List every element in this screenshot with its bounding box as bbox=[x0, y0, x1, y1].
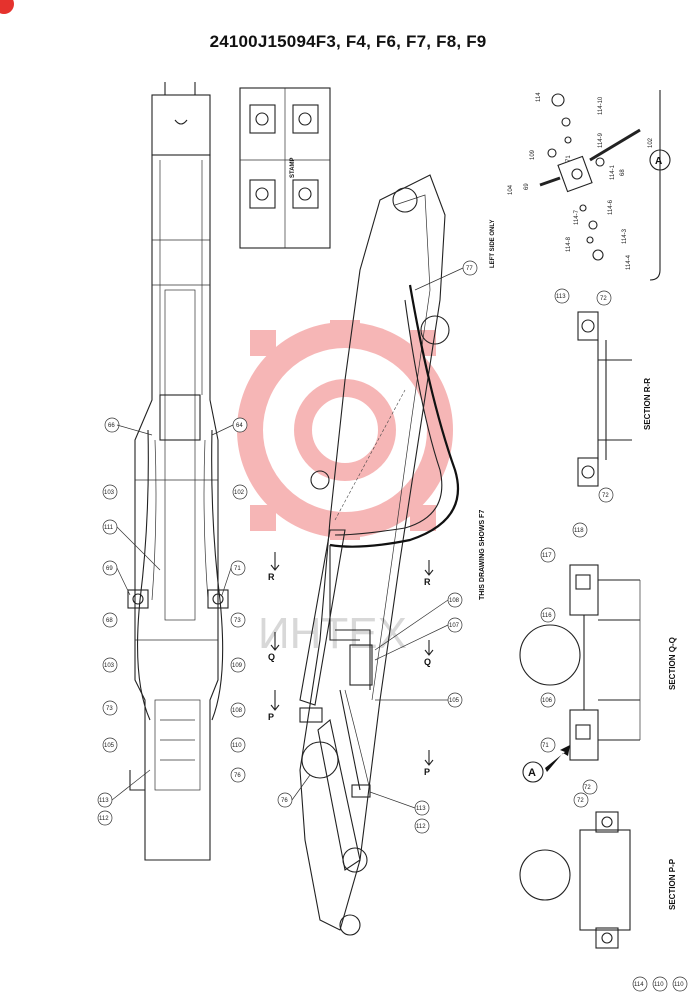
svg-text:72: 72 bbox=[602, 493, 609, 499]
svg-text:109: 109 bbox=[530, 149, 536, 160]
svg-text:108: 108 bbox=[232, 708, 243, 714]
svg-text:107: 107 bbox=[449, 623, 460, 629]
svg-text:116: 116 bbox=[542, 613, 552, 619]
svg-text:114-1: 114-1 bbox=[610, 164, 616, 180]
watermark-text: ИНТЕХ bbox=[258, 609, 407, 658]
section-pp-title: SECTION P-P bbox=[668, 858, 677, 910]
watermark-logo bbox=[237, 320, 453, 540]
svg-text:114-9: 114-9 bbox=[598, 132, 604, 148]
svg-text:71: 71 bbox=[234, 566, 241, 572]
section-qq-title: SECTION Q-Q bbox=[668, 637, 677, 690]
svg-text:114: 114 bbox=[634, 982, 644, 988]
svg-text:66: 66 bbox=[108, 423, 115, 429]
svg-text:71: 71 bbox=[542, 743, 549, 749]
svg-text:110: 110 bbox=[654, 982, 664, 988]
svg-text:72: 72 bbox=[584, 785, 591, 791]
svg-text:109: 109 bbox=[232, 663, 243, 669]
svg-text:103: 103 bbox=[104, 663, 115, 669]
svg-text:110: 110 bbox=[674, 982, 684, 988]
svg-text:106: 106 bbox=[542, 698, 553, 704]
svg-text:114-7: 114-7 bbox=[574, 209, 580, 225]
svg-text:108: 108 bbox=[449, 598, 460, 604]
svg-text:73: 73 bbox=[106, 706, 113, 712]
svg-text:112: 112 bbox=[99, 816, 109, 822]
svg-text:72: 72 bbox=[600, 296, 607, 302]
svg-text:68: 68 bbox=[620, 169, 626, 176]
svg-text:113: 113 bbox=[99, 798, 109, 804]
svg-text:64: 64 bbox=[236, 423, 243, 429]
svg-text:76: 76 bbox=[234, 773, 241, 779]
svg-text:113: 113 bbox=[416, 806, 426, 812]
svg-text:114-3: 114-3 bbox=[622, 228, 628, 244]
svg-text:111: 111 bbox=[104, 525, 114, 531]
detail-a-callout: A bbox=[528, 767, 536, 779]
svg-text:71: 71 bbox=[566, 155, 572, 162]
svg-text:114: 114 bbox=[536, 92, 542, 102]
svg-text:113: 113 bbox=[556, 294, 566, 300]
svg-text:R: R bbox=[268, 572, 275, 582]
svg-text:76: 76 bbox=[281, 798, 288, 804]
stamp-detail: STAMP bbox=[239, 87, 331, 249]
balloons-side: 77 108 107 105 113 112 76 bbox=[277, 260, 478, 834]
detail-a: A bbox=[539, 90, 671, 281]
svg-text:118: 118 bbox=[574, 528, 584, 534]
svg-text:114-6: 114-6 bbox=[608, 199, 614, 215]
corner-badge bbox=[0, 0, 14, 14]
section-markers: R Q P R Q P bbox=[268, 552, 434, 777]
svg-text:105: 105 bbox=[449, 698, 460, 704]
stamp-label: STAMP bbox=[290, 157, 296, 178]
svg-text:114-8: 114-8 bbox=[566, 236, 572, 252]
svg-text:112: 112 bbox=[416, 824, 426, 830]
svg-text:P: P bbox=[424, 767, 430, 777]
svg-text:68: 68 bbox=[106, 618, 113, 624]
left-side-only-note: LEFT SIDE ONLY bbox=[490, 220, 496, 268]
drawing-shows-note: THIS DRAWING SHOWS F7 bbox=[479, 510, 486, 600]
svg-text:114-4: 114-4 bbox=[626, 254, 632, 270]
boom-top-view bbox=[127, 82, 229, 861]
section-pp-drawing: 72 72 114 110 110 bbox=[519, 779, 688, 992]
section-rr-title: SECTION R-R bbox=[643, 378, 652, 430]
boom-side-view bbox=[299, 174, 460, 936]
svg-text:72: 72 bbox=[577, 798, 584, 804]
svg-text:Q: Q bbox=[268, 652, 275, 662]
svg-text:102: 102 bbox=[648, 137, 654, 148]
svg-text:69: 69 bbox=[524, 183, 530, 190]
svg-text:P: P bbox=[268, 712, 274, 722]
svg-text:77: 77 bbox=[466, 266, 473, 272]
svg-text:102: 102 bbox=[234, 490, 245, 496]
svg-text:73: 73 bbox=[234, 618, 241, 624]
drawing-title: 24100J15094F3, F4, F6, F7, F8, F9 bbox=[209, 32, 487, 51]
section-rr-drawing: 113 72 72 bbox=[554, 288, 632, 503]
svg-text:114-10: 114-10 bbox=[598, 96, 604, 115]
detail-a-marker: A bbox=[655, 156, 662, 167]
svg-text:117: 117 bbox=[542, 553, 552, 559]
svg-text:R: R bbox=[424, 577, 431, 587]
svg-text:105: 105 bbox=[104, 743, 115, 749]
svg-text:104: 104 bbox=[508, 184, 514, 195]
svg-text:69: 69 bbox=[106, 566, 113, 572]
svg-text:Q: Q bbox=[424, 657, 431, 667]
balloons-left: 66 64 103 102 111 69 71 68 73 103 109 73… bbox=[97, 417, 248, 826]
svg-text:110: 110 bbox=[232, 743, 242, 749]
svg-text:103: 103 bbox=[104, 490, 115, 496]
section-qq-drawing: 117 118 116 106 71 A bbox=[519, 522, 641, 783]
detail-a-parts: 114 114-10 114-9 102 109 71 69 114-1 104… bbox=[508, 92, 654, 270]
